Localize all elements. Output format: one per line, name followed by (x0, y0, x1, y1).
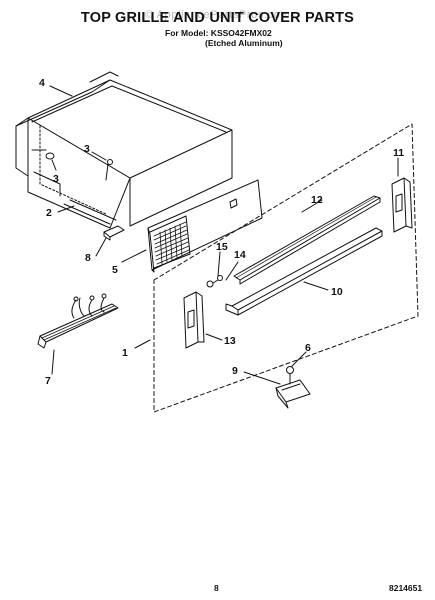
leader-lines (49, 85, 399, 385)
page-title: TOP GRILLE AND UNIT COVER PARTS (80, 10, 355, 26)
end-bracket-left (183, 291, 205, 349)
callout-1: 1 (122, 347, 128, 359)
watermark-text: © AppliancePartsPros.com (144, 9, 291, 21)
page-number: 8 (214, 583, 219, 593)
finish-line: (Etched Aluminum) (205, 38, 283, 48)
callout-12: 12 (311, 194, 323, 206)
callout-3-lower: 3 (53, 173, 59, 185)
callout-9: 9 (232, 365, 238, 377)
trim-strip-upper (233, 195, 381, 285)
callout-10: 10 (331, 286, 343, 298)
callout-15: 15 (216, 241, 228, 253)
callout-7: 7 (45, 375, 51, 387)
callout-4: 4 (39, 77, 45, 89)
hinge-part (275, 379, 311, 409)
part-number: 8214651 (389, 583, 423, 593)
end-bracket-right (391, 177, 413, 233)
screw-pair (206, 275, 223, 288)
screw-part (286, 366, 294, 385)
grille-panel (147, 179, 263, 273)
trim-strip-lower (225, 227, 383, 316)
exploded-view-boundary (153, 123, 419, 413)
model-line: For Model: KSSO42FMX02 (165, 28, 272, 38)
callout-3-upper: 3 (84, 143, 90, 155)
callout-5: 5 (112, 264, 118, 276)
callout-14: 14 (234, 249, 246, 261)
callout-8: 8 (85, 252, 91, 264)
wire-harness (37, 293, 119, 349)
callout-11: 11 (393, 147, 404, 159)
callout-13: 13 (224, 335, 236, 347)
callout-2: 2 (46, 207, 52, 219)
unit-cover-assembly (15, 71, 233, 229)
clip-part (103, 225, 125, 241)
callout-6: 6 (305, 342, 311, 354)
